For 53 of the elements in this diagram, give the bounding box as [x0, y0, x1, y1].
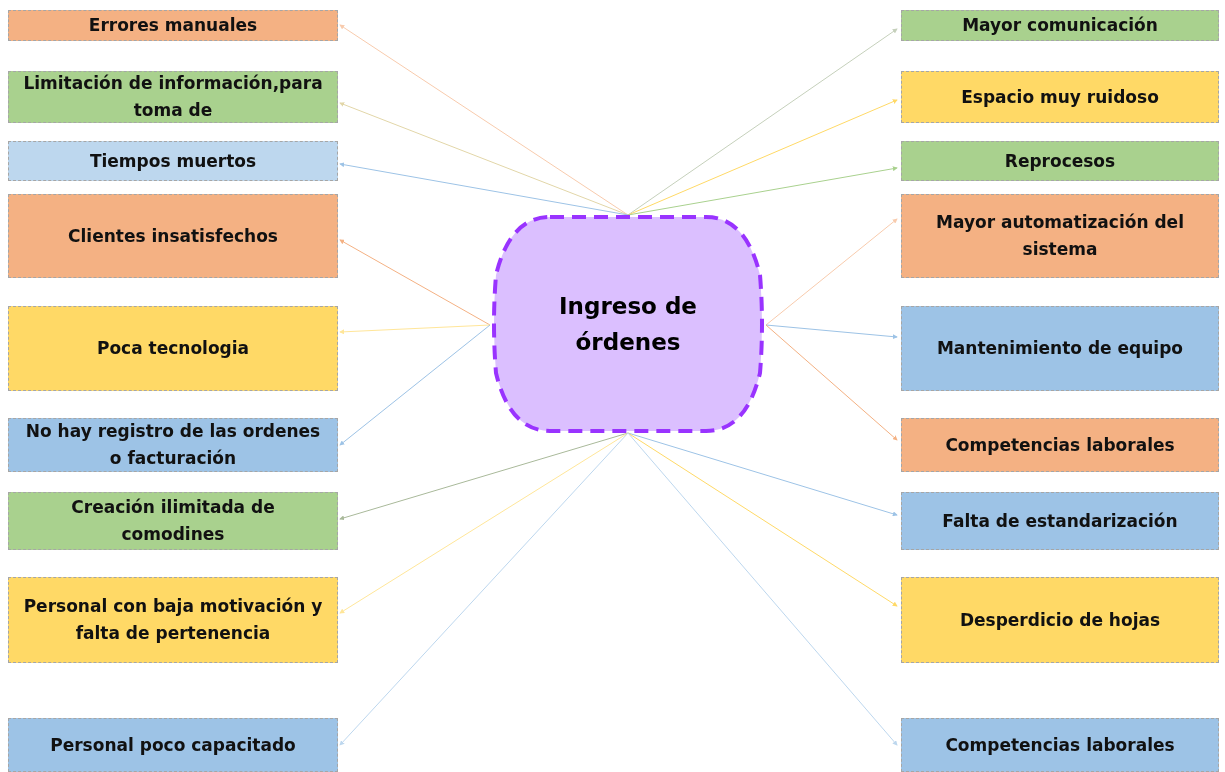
topic-label: Mayor comunicación — [962, 14, 1158, 37]
topic-box — [901, 141, 1219, 181]
topic-box — [901, 194, 1219, 278]
topic-box — [901, 306, 1219, 391]
topic-box — [901, 492, 1219, 550]
arrow — [765, 218, 898, 326]
topic-label: Competencias laborales — [945, 433, 1175, 457]
arrow — [765, 324, 898, 340]
topic-label: Espacio muy ruidoso — [961, 85, 1159, 109]
topic-box — [901, 418, 1219, 472]
topic-label: Reprocesos — [1004, 149, 1116, 173]
arrow — [339, 432, 629, 746]
topic-label: Mantenimiento de equipo — [936, 337, 1184, 360]
topic-label: Creación ilimitada de comodines — [70, 496, 276, 546]
arrow — [339, 239, 491, 326]
topic-box — [8, 492, 338, 550]
arrow — [339, 324, 491, 446]
topic-box — [8, 306, 338, 391]
topic-box — [901, 71, 1219, 123]
topic-box — [8, 10, 338, 41]
topic-label: Tiempos muertos — [89, 149, 257, 173]
topic-label: Mayor automatización del sistema — [935, 211, 1185, 261]
topic-label: Limitación de información,para toma de — [22, 72, 324, 122]
arrow — [765, 324, 898, 441]
topic-box — [901, 577, 1219, 663]
topic-label: Clientes insatisfechos — [68, 224, 278, 248]
topic-box — [8, 418, 338, 472]
arrow — [627, 166, 898, 216]
arrow — [339, 102, 629, 216]
arrow — [339, 324, 491, 335]
topic-box — [901, 10, 1219, 41]
topic-box — [8, 141, 338, 181]
arrow — [339, 162, 629, 216]
topic-label: Errores manuales — [88, 14, 258, 37]
topic-box — [901, 718, 1219, 772]
topic-label: Competencias laborales — [945, 733, 1175, 757]
topic-box — [8, 577, 338, 663]
topic-box — [8, 718, 338, 772]
topic-title: Ingreso de órdenes — [558, 292, 698, 357]
topic-box — [8, 194, 338, 278]
topic-label: Personal poco capacitado — [50, 733, 296, 757]
topic-label: No hay registro de las ordenes o facturación — [24, 420, 322, 470]
arrow — [339, 432, 629, 614]
topic-label: Personal con baja motivación y falta de pertenencia — [22, 595, 324, 645]
arrow — [627, 432, 898, 607]
arrow — [627, 432, 898, 746]
topic-label: Poca tecnologia — [96, 337, 250, 360]
arrow — [627, 28, 898, 216]
arrow — [627, 99, 898, 216]
arrow — [339, 24, 629, 216]
topic-label: Desperdicio de hojas — [959, 608, 1161, 632]
topic-label: Falta de estandarización — [942, 509, 1178, 533]
central-topic-shape — [490, 215, 766, 433]
